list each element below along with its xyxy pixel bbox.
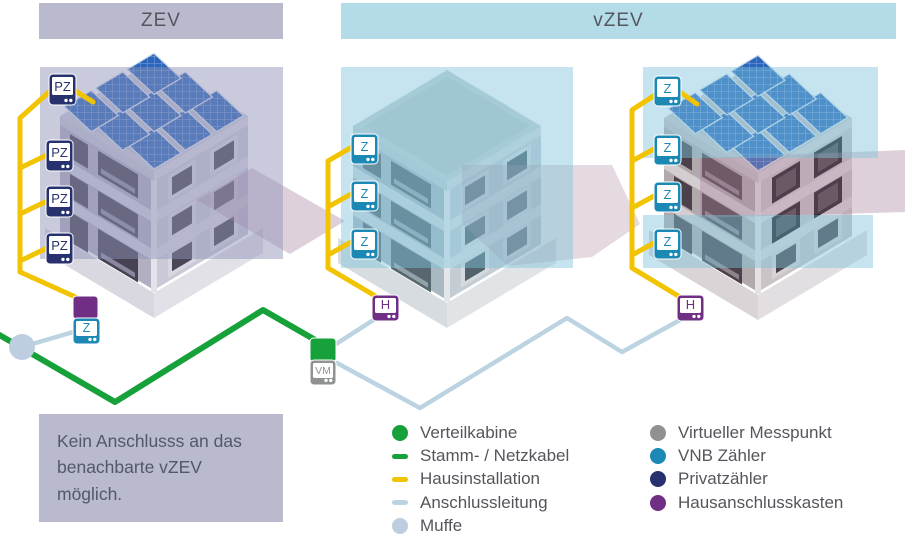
meter-vnb-left-2: Z xyxy=(350,180,379,212)
legend-item-vnb-zaehler: VNB Zähler xyxy=(650,444,843,467)
legend-item-virtueller-messpunkt: Virtueller Messpunkt xyxy=(650,421,843,444)
hausinstallation-branch xyxy=(629,240,657,258)
hausinstallation-branch xyxy=(629,146,657,164)
legend-label: Verteilkabine xyxy=(420,422,518,442)
vzev-header: vZEV xyxy=(341,3,896,39)
legend-dot-icon xyxy=(650,448,666,465)
legend-dot-icon xyxy=(650,424,666,441)
meter-privatzaehler-3: PZ xyxy=(45,185,74,218)
vzev-zone-overlay-left xyxy=(341,67,573,268)
anschlussleitung-line-vzev-a xyxy=(333,316,378,347)
hausinstallation-branch xyxy=(325,239,354,258)
vzev-zone-overlay-right-top xyxy=(643,67,878,158)
legend-dot-icon xyxy=(392,424,408,441)
ground-shadow-1 xyxy=(197,168,345,254)
svg-text:Z: Z xyxy=(361,139,369,154)
svg-text:PZ: PZ xyxy=(54,79,71,94)
legend-item-hausinstallation: Hausinstallation xyxy=(392,468,569,491)
legend-label: Stamm- / Netzkabel xyxy=(420,446,570,466)
ground-shadow-3 xyxy=(700,150,905,218)
legend-line-icon xyxy=(392,453,408,459)
hausinstallation-branch xyxy=(629,193,657,211)
solar-array xyxy=(667,54,849,172)
zev-zone-overlay xyxy=(40,67,283,259)
meter-vnb-right-4: Z xyxy=(653,228,682,260)
hausinstallation-branch xyxy=(17,198,50,217)
legend-label: Virtueller Messpunkt xyxy=(678,422,832,442)
hausinstallation-branch xyxy=(677,89,700,107)
hausinstallation-branch xyxy=(17,152,50,171)
svg-text:Z: Z xyxy=(664,187,672,202)
hausinstallation-branch xyxy=(17,245,50,264)
meter-privatzaehler-2: PZ xyxy=(45,139,74,172)
svg-text:PZ: PZ xyxy=(51,145,68,160)
note-box: Kein Anschlusss an das benachbarte vZEV … xyxy=(39,414,283,522)
building-zev xyxy=(45,52,263,318)
legend-label: Muffe xyxy=(420,516,463,536)
hausanschlusskasten-right: H xyxy=(676,294,705,322)
legend-dot-icon xyxy=(650,471,666,488)
legend-label: Hausinstallation xyxy=(420,469,541,489)
meter-privatzaehler-1: PZ xyxy=(48,73,77,106)
legend-dot-icon xyxy=(650,494,666,511)
svg-text:H: H xyxy=(381,297,390,312)
svg-text:Z: Z xyxy=(664,140,672,155)
legend-dot-icon xyxy=(392,518,408,535)
meter-vnb-left-3: Z xyxy=(350,228,379,260)
svg-text:Z: Z xyxy=(361,186,369,201)
legend-item-hausanschlusskasten: Hausanschlusskasten xyxy=(650,491,843,514)
verteilkabine-box xyxy=(309,337,337,363)
meter-vnb-right-2: Z xyxy=(653,134,682,166)
hausinstallation-branch xyxy=(325,191,354,210)
legend-item-verteilkabine: Verteilkabine xyxy=(392,421,569,444)
legend-item-muffe: Muffe xyxy=(392,515,569,538)
meter-vnb-right-1: Z xyxy=(653,75,682,107)
hausanschlusskasten-left: H xyxy=(371,294,400,322)
svg-text:Z: Z xyxy=(83,321,91,335)
svg-text:PZ: PZ xyxy=(51,191,68,206)
hausinstallation-line-vzev-right xyxy=(629,92,683,300)
legend-item-anschlussleitung: Anschlussleitung xyxy=(392,491,569,514)
hausinstallation-line-vzev-left xyxy=(325,144,380,300)
svg-text:H: H xyxy=(686,297,695,312)
hausinstallation-branch xyxy=(71,87,96,105)
svg-text:Z: Z xyxy=(361,234,369,249)
svg-text:Z: Z xyxy=(664,81,672,96)
meter-vnb-left-1: Z xyxy=(350,133,379,165)
meter-privatzaehler-4: PZ xyxy=(45,232,74,265)
hausinstallation-line-zev xyxy=(17,89,83,302)
legend-label: Privatzähler xyxy=(678,469,768,489)
legend-label: Hausanschlusskasten xyxy=(678,492,844,512)
hausanschlusskasten-box-zev xyxy=(72,295,99,320)
svg-text:Z: Z xyxy=(664,234,672,249)
meter-vnb-zev: Z xyxy=(72,317,101,345)
ground-shadow-2 xyxy=(462,165,640,266)
svg-text:VM: VM xyxy=(315,365,331,377)
legend-line-icon xyxy=(392,476,408,482)
stamm-netzkabel-line xyxy=(0,307,327,405)
anschlussleitung-line-vzev-b xyxy=(334,315,683,411)
legend-item-stamm-netzkabel: Stamm- / Netzkabel xyxy=(392,444,569,467)
meter-vnb-right-3: Z xyxy=(653,181,682,213)
legend-line-icon xyxy=(392,500,408,506)
building-vzev-right xyxy=(649,54,867,320)
legend-label: Anschlussleitung xyxy=(420,492,548,512)
legend-item-privatzaehler: Privatzähler xyxy=(650,468,843,491)
svg-text:PZ: PZ xyxy=(51,238,68,253)
legend-label: VNB Zähler xyxy=(678,446,766,466)
meter-virtueller-messpunkt: VM xyxy=(309,359,337,386)
muffe-node xyxy=(9,334,35,360)
zev-header: ZEV xyxy=(39,3,283,39)
solar-array xyxy=(63,52,245,170)
